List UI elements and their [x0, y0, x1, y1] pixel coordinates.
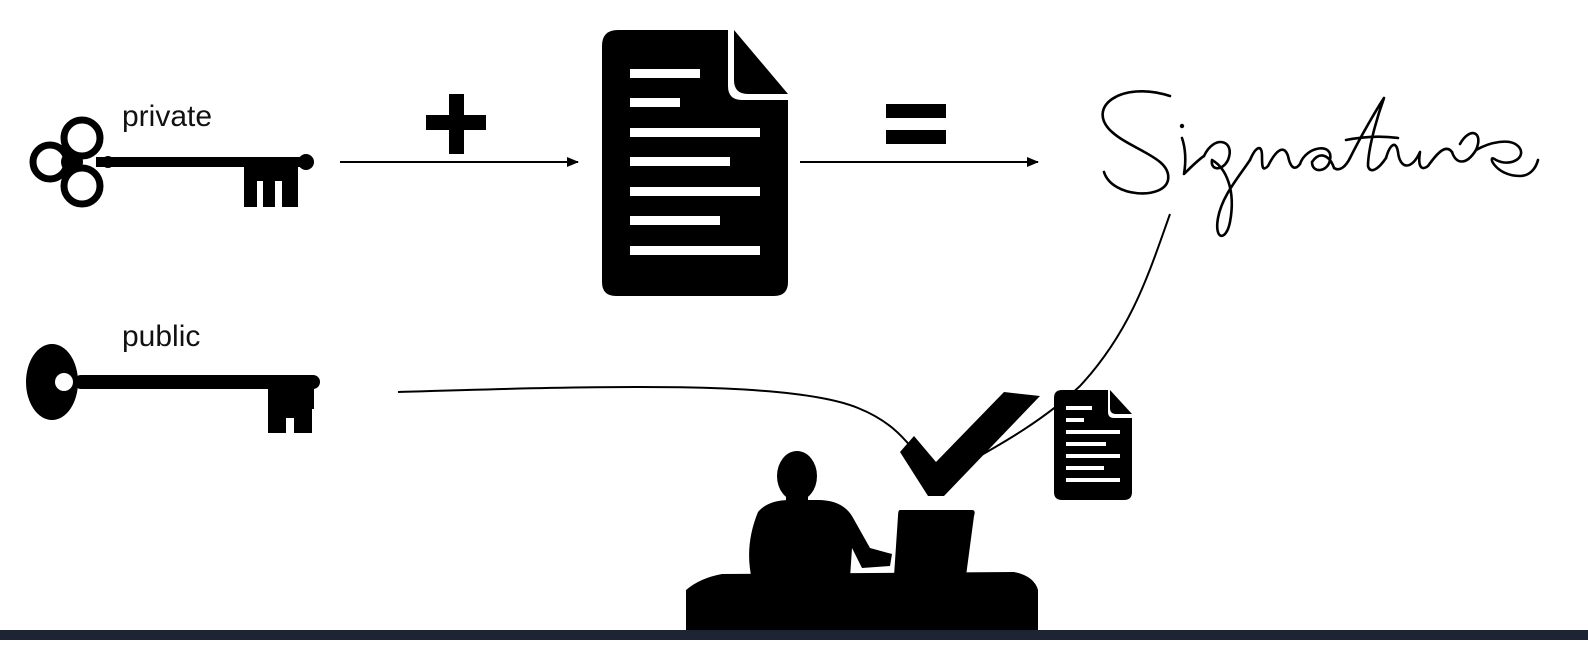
private-key-icon	[29, 116, 314, 208]
private-key-label: private	[122, 100, 213, 133]
public-key-curve	[397, 385, 913, 449]
public-key-icon	[26, 344, 320, 433]
equals-icon	[886, 104, 946, 144]
signature-curve	[961, 213, 1171, 467]
document-icon	[602, 30, 788, 296]
small-document-icon	[1054, 390, 1132, 500]
checkmark-icon	[900, 392, 1040, 496]
signature-handwriting	[1101, 90, 1540, 238]
person-at-laptop-icon	[686, 451, 1038, 630]
bottom-edge-bar	[0, 630, 1588, 640]
plus-icon	[426, 94, 486, 154]
public-key-label: public	[122, 320, 201, 353]
